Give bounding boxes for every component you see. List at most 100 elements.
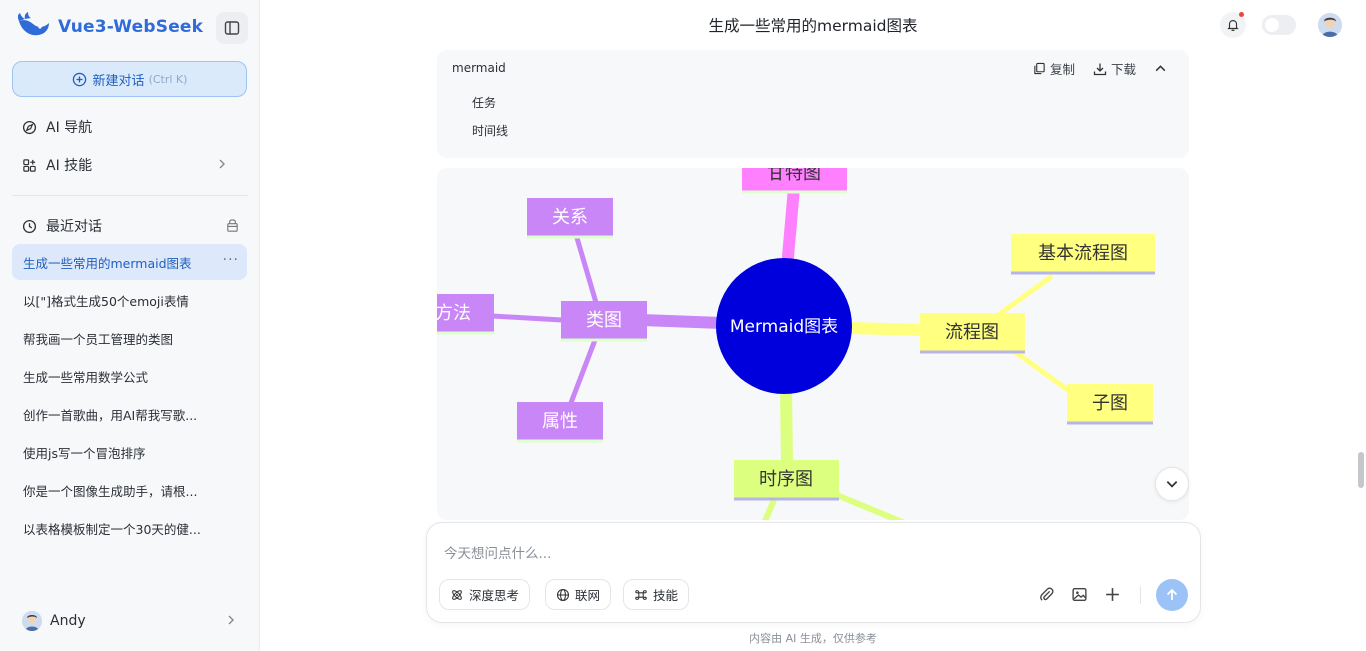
image-icon[interactable] bbox=[1071, 586, 1088, 603]
copy-icon bbox=[1034, 62, 1045, 75]
new-chat-button[interactable]: 新建对话 (Ctrl K) bbox=[12, 61, 247, 97]
edge-root-gantt bbox=[781, 187, 800, 269]
page-title: 生成一些常用的mermaid图表 bbox=[708, 17, 918, 35]
node-gantt-label: 甘特图 bbox=[767, 168, 821, 184]
chevron-down-icon bbox=[1166, 481, 1178, 488]
chat-title: 使用js写一个冒泡排序 bbox=[23, 445, 146, 461]
atom-icon bbox=[452, 589, 462, 600]
sidebar-toggle-icon bbox=[224, 21, 240, 35]
theme-toggle[interactable] bbox=[1262, 15, 1296, 35]
chat-item[interactable]: 以表格模板制定一个30天的健... bbox=[12, 510, 247, 546]
download-icon bbox=[1093, 63, 1107, 75]
notifications-button[interactable] bbox=[1220, 12, 1246, 38]
send-button[interactable] bbox=[1156, 579, 1188, 611]
message-input[interactable]: 今天想问点什么... bbox=[444, 546, 552, 562]
sidebar-divider bbox=[12, 195, 248, 196]
chat-item[interactable]: 使用js写一个冒泡排序 bbox=[12, 434, 247, 470]
node-flowchart bbox=[920, 313, 1025, 351]
code-line: 任务 bbox=[472, 96, 497, 110]
clock-icon bbox=[22, 219, 37, 233]
node-relation-label: 关系 bbox=[552, 207, 588, 228]
attachment-icon[interactable] bbox=[1038, 586, 1055, 603]
clear-history-icon[interactable] bbox=[225, 218, 240, 233]
toolbar-divider bbox=[1140, 586, 1141, 604]
scroll-to-bottom-button[interactable] bbox=[1155, 467, 1189, 501]
code-line: 时间线 bbox=[472, 124, 509, 138]
new-chat-shortcut: (Ctrl K) bbox=[148, 72, 188, 86]
scrollbar-thumb[interactable] bbox=[1358, 452, 1364, 488]
mermaid-diagram: 甘特图 关系 方法 类图 属性 Mermaid图表 bbox=[437, 168, 1189, 520]
nav-label: AI 技能 bbox=[46, 158, 93, 174]
arrow-up-icon bbox=[1166, 588, 1178, 600]
notification-badge bbox=[1239, 12, 1244, 17]
bell-icon bbox=[1227, 20, 1239, 32]
new-chat-label: 新建对话 bbox=[92, 73, 145, 89]
toggle-knob bbox=[1265, 18, 1279, 32]
header-avatar[interactable] bbox=[1318, 13, 1342, 37]
compass-icon bbox=[22, 120, 37, 134]
node-subgraph bbox=[1067, 384, 1153, 422]
brand[interactable]: Vue3-WebSeek bbox=[0, 0, 259, 54]
plus-circle-icon bbox=[72, 72, 86, 86]
code-actions: 复制 下载 bbox=[1015, 59, 1171, 78]
chat-more-options[interactable]: ··· bbox=[222, 252, 239, 268]
apps-icon bbox=[23, 158, 36, 172]
node-flowchart-label: 流程图 bbox=[945, 322, 999, 343]
node-sequence bbox=[734, 460, 839, 498]
main-area: 生成一些常用的mermaid图表 mermaid 复制 下载 bbox=[260, 0, 1366, 651]
chat-item[interactable]: 你是一个图像生成助手，请根... bbox=[12, 472, 247, 508]
deep-think-toggle[interactable]: 深度思考 bbox=[439, 579, 531, 610]
node-sequence-label: 时序图 bbox=[759, 469, 813, 490]
edge-root-class bbox=[641, 314, 723, 329]
download-button[interactable]: 下载 bbox=[1093, 59, 1136, 78]
chip-label: 深度思考 bbox=[469, 588, 520, 603]
user-profile-row[interactable]: Andy bbox=[12, 604, 247, 638]
plus-icon[interactable] bbox=[1104, 586, 1121, 603]
edge-class-attribute bbox=[566, 339, 598, 409]
chevron-right-icon bbox=[219, 159, 225, 169]
web-search-toggle[interactable]: 联网 bbox=[545, 579, 612, 610]
node-basic-flow bbox=[1011, 234, 1155, 272]
chat-title: 以表格模板制定一个30天的健... bbox=[23, 521, 201, 537]
node-attribute bbox=[517, 402, 603, 440]
copy-label: 复制 bbox=[1049, 62, 1075, 77]
collapse-code-button[interactable] bbox=[1154, 62, 1171, 75]
chat-item[interactable]: 帮我画一个员工管理的类图 bbox=[12, 320, 247, 356]
top-right-controls bbox=[1220, 12, 1342, 38]
edge-class-relation bbox=[574, 237, 600, 307]
sidebar: Vue3-WebSeek 新建对话 (Ctrl K) AI 导航 AI 技能 最… bbox=[0, 0, 260, 651]
chat-item[interactable]: 以["]格式生成50个emoji表情 bbox=[12, 282, 247, 318]
node-root-label: Mermaid图表 bbox=[730, 317, 838, 337]
copy-button[interactable]: 复制 bbox=[1033, 59, 1075, 78]
mindmap-svg: 甘特图 关系 方法 类图 属性 Mermaid图表 bbox=[437, 168, 1155, 520]
edge-flow-basic bbox=[995, 273, 1054, 319]
edge-root-sequence bbox=[780, 387, 793, 464]
chat-title: 生成一些常用数学公式 bbox=[23, 369, 149, 385]
chat-item[interactable]: 生成一些常用数学公式 bbox=[12, 358, 247, 394]
user-name: Andy bbox=[50, 613, 86, 629]
collapse-sidebar-button[interactable] bbox=[216, 12, 248, 44]
node-subgraph-label: 子图 bbox=[1092, 393, 1128, 414]
node-relation bbox=[527, 198, 613, 236]
skills-toggle[interactable]: 技能 bbox=[623, 579, 690, 610]
chat-item[interactable]: 创作一首歌曲，用AI帮我写歌... bbox=[12, 396, 247, 432]
node-method bbox=[437, 294, 494, 332]
whale-logo-icon bbox=[17, 12, 49, 36]
chat-item-active[interactable]: 生成一些常用的mermaid图表 ··· bbox=[12, 244, 247, 280]
node-root bbox=[716, 258, 852, 394]
node-class-label: 类图 bbox=[586, 310, 622, 331]
nav-ai-skills[interactable]: AI 技能 bbox=[12, 148, 247, 182]
code-language: mermaid bbox=[452, 61, 506, 75]
edge-seq-right bbox=[830, 490, 906, 520]
chat-title: 你是一个图像生成助手，请根... bbox=[23, 483, 198, 499]
node-method-label: 方法 bbox=[437, 303, 471, 324]
globe-icon bbox=[556, 588, 570, 601]
chat-title: 生成一些常用的mermaid图表 bbox=[23, 255, 192, 271]
nav-label: AI 导航 bbox=[46, 120, 93, 136]
recent-chats-header: 最近对话 bbox=[22, 212, 248, 240]
chevron-right-icon bbox=[228, 615, 234, 625]
chat-title: 帮我画一个员工管理的类图 bbox=[23, 331, 174, 347]
nav-ai-navigation[interactable]: AI 导航 bbox=[12, 110, 247, 144]
brand-name: Vue3-WebSeek bbox=[58, 17, 204, 37]
node-class bbox=[561, 301, 647, 339]
